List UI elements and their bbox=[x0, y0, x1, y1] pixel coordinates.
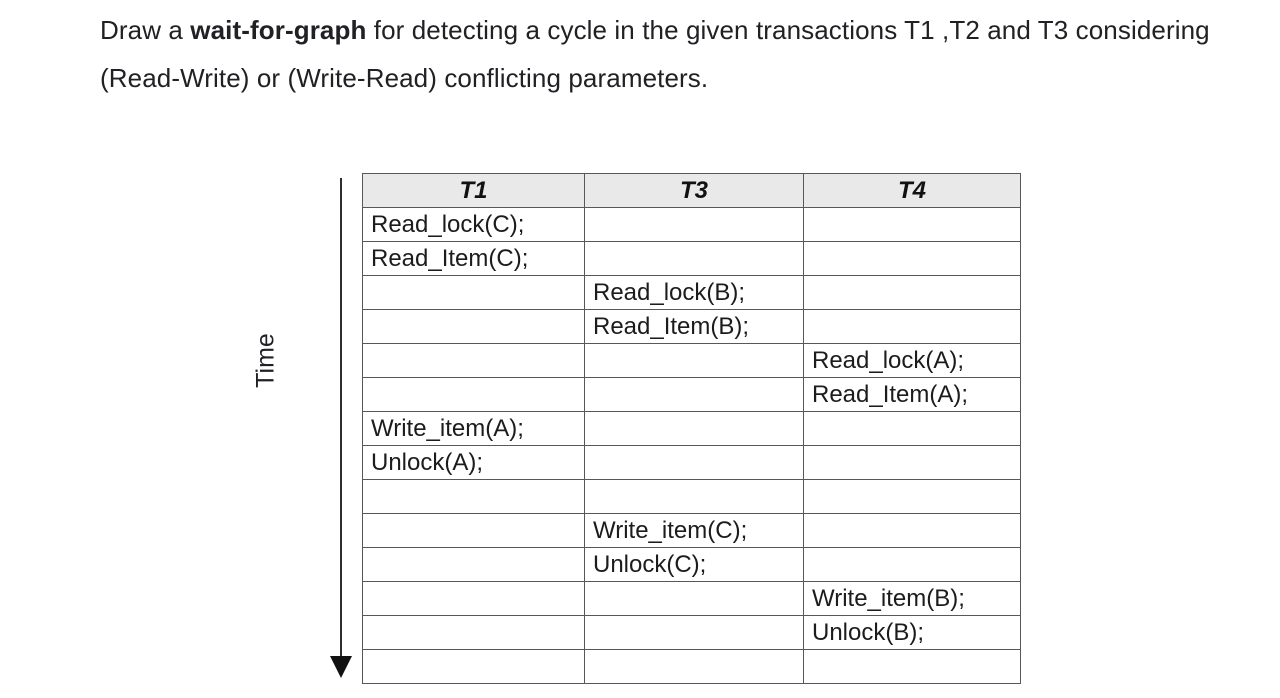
empty-cell bbox=[803, 241, 1021, 276]
operation-text: Read_Item(A); bbox=[812, 381, 969, 408]
empty-cell bbox=[803, 649, 1021, 684]
empty-cell bbox=[584, 615, 804, 650]
empty-cell bbox=[362, 275, 585, 310]
empty-cell bbox=[803, 309, 1021, 344]
time-axis-label: Time bbox=[251, 333, 280, 388]
empty-cell bbox=[803, 275, 1021, 310]
table-row: Read_Item(A); bbox=[362, 377, 1021, 412]
operation-cell: Unlock(A); bbox=[362, 445, 585, 480]
prompt-keyword-wait-for-graph: wait-for-graph bbox=[190, 15, 367, 45]
table-row bbox=[362, 479, 1021, 514]
operation-cell: Read_lock(A); bbox=[803, 343, 1021, 378]
operation-text: Unlock(A); bbox=[371, 449, 484, 476]
operation-cell: Unlock(B); bbox=[803, 615, 1021, 650]
table-header-row: T1 T3 T4 bbox=[362, 173, 1021, 208]
operation-text: Unlock(C); bbox=[593, 551, 707, 578]
empty-cell bbox=[362, 615, 585, 650]
operation-text: Read_Item(C); bbox=[371, 245, 529, 272]
table-row: Write_item(A); bbox=[362, 411, 1021, 446]
empty-cell bbox=[584, 479, 804, 514]
empty-cell bbox=[803, 411, 1021, 446]
empty-cell bbox=[362, 649, 585, 684]
empty-cell bbox=[584, 343, 804, 378]
table-row: Unlock(A); bbox=[362, 445, 1021, 480]
transaction-schedule-table: T1 T3 T4 Read_lock(C);Read_Item(C);Read_… bbox=[362, 173, 1021, 684]
operation-cell: Read_Item(B); bbox=[584, 309, 804, 344]
table-row bbox=[362, 649, 1021, 684]
table-row: Write_item(C); bbox=[362, 513, 1021, 548]
empty-cell bbox=[803, 207, 1021, 242]
column-header-t1: T1 bbox=[362, 173, 585, 208]
empty-cell bbox=[584, 445, 804, 480]
operation-cell: Read_lock(B); bbox=[584, 275, 804, 310]
table-row: Read_Item(B); bbox=[362, 309, 1021, 344]
table-row: Read_lock(B); bbox=[362, 275, 1021, 310]
operation-text: Write_item(B); bbox=[812, 585, 965, 612]
empty-cell bbox=[584, 649, 804, 684]
table-row: Unlock(B); bbox=[362, 615, 1021, 650]
time-arrow-line-icon bbox=[340, 178, 342, 661]
operation-cell: Unlock(C); bbox=[584, 547, 804, 582]
empty-cell bbox=[803, 479, 1021, 514]
table-row: Write_item(B); bbox=[362, 581, 1021, 616]
empty-cell bbox=[362, 547, 585, 582]
table-row: Unlock(C); bbox=[362, 547, 1021, 582]
table-row: Read_lock(A); bbox=[362, 343, 1021, 378]
column-header-t4: T4 bbox=[803, 173, 1021, 208]
operation-text: Write_item(C); bbox=[593, 517, 748, 544]
operation-text: Read_lock(C); bbox=[371, 211, 525, 238]
empty-cell bbox=[584, 581, 804, 616]
prompt-line-3: parameters. bbox=[568, 63, 709, 93]
question-prompt: Draw a wait-for-graph for detecting a cy… bbox=[100, 6, 1230, 102]
empty-cell bbox=[803, 547, 1021, 582]
column-header-t3: T3 bbox=[584, 173, 804, 208]
operation-text: Unlock(B); bbox=[812, 619, 925, 646]
table-row: Read_Item(C); bbox=[362, 241, 1021, 276]
operation-cell: Write_item(A); bbox=[362, 411, 585, 446]
operation-text: Read_Item(B); bbox=[593, 313, 750, 340]
time-axis: Time bbox=[230, 178, 352, 683]
prompt-line-1-part-a: Draw a bbox=[100, 15, 191, 45]
prompt-line-2: ,T2 and T3 considering (Read-Write) or (… bbox=[100, 15, 1210, 93]
empty-cell bbox=[362, 309, 585, 344]
empty-cell bbox=[362, 479, 585, 514]
empty-cell bbox=[584, 207, 804, 242]
empty-cell bbox=[362, 343, 585, 378]
operation-cell: Read_lock(C); bbox=[362, 207, 585, 242]
table-row: Read_lock(C); bbox=[362, 207, 1021, 242]
empty-cell bbox=[362, 513, 585, 548]
empty-cell bbox=[584, 377, 804, 412]
empty-cell bbox=[362, 377, 585, 412]
operation-cell: Write_item(C); bbox=[584, 513, 804, 548]
operation-cell: Read_Item(A); bbox=[803, 377, 1021, 412]
prompt-line-1-part-b: for detecting a cycle in the given trans… bbox=[366, 15, 935, 45]
operation-cell: Write_item(B); bbox=[803, 581, 1021, 616]
empty-cell bbox=[803, 513, 1021, 548]
operation-cell: Read_Item(C); bbox=[362, 241, 585, 276]
time-arrow-down-icon bbox=[330, 656, 352, 678]
empty-cell bbox=[803, 445, 1021, 480]
operation-text: Read_lock(B); bbox=[593, 279, 746, 306]
operation-text: Write_item(A); bbox=[371, 415, 524, 442]
table-body: Read_lock(C); Read_Item(C); Read_lock(B); R… bbox=[362, 207, 1021, 684]
empty-cell bbox=[584, 241, 804, 276]
empty-cell bbox=[362, 581, 585, 616]
empty-cell bbox=[584, 411, 804, 446]
operation-text: Read_lock(A); bbox=[812, 347, 965, 374]
